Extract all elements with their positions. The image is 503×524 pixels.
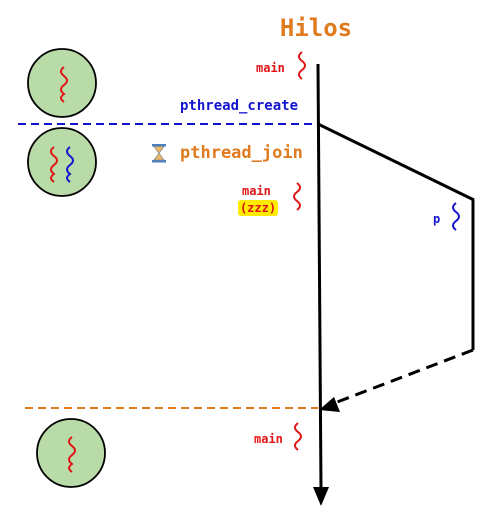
thread-p-return <box>331 348 474 406</box>
main-thread-icon <box>68 436 76 473</box>
main-label-sleep: main <box>242 184 271 198</box>
pthread-join-label: pthread_join <box>180 143 303 163</box>
timeline-arrowhead <box>313 487 329 506</box>
main-timeline <box>316 63 323 491</box>
main-thread-icon <box>298 51 306 80</box>
thread-p-fork <box>317 122 475 202</box>
p-thread-icon <box>452 202 460 231</box>
main-thread-icon <box>60 66 68 103</box>
main-thread-icon <box>293 182 301 211</box>
p-thread-icon <box>66 146 74 183</box>
thread-p-label: p <box>433 212 441 226</box>
process-circle-icon <box>27 127 97 197</box>
main-label-bottom: main <box>254 432 283 446</box>
pthread-create-label: pthread_create <box>180 98 299 114</box>
main-label-top: main <box>256 61 285 75</box>
process-circle-icon <box>27 48 97 118</box>
main-thread-icon <box>294 422 302 451</box>
sleep-badge: (zzz) <box>238 200 278 216</box>
main-thread-icon <box>50 146 58 183</box>
join-arrowhead <box>319 397 340 412</box>
diagram-title: Hilos <box>279 14 353 42</box>
hourglass-icon <box>152 144 166 163</box>
process-circle-icon <box>36 418 106 488</box>
